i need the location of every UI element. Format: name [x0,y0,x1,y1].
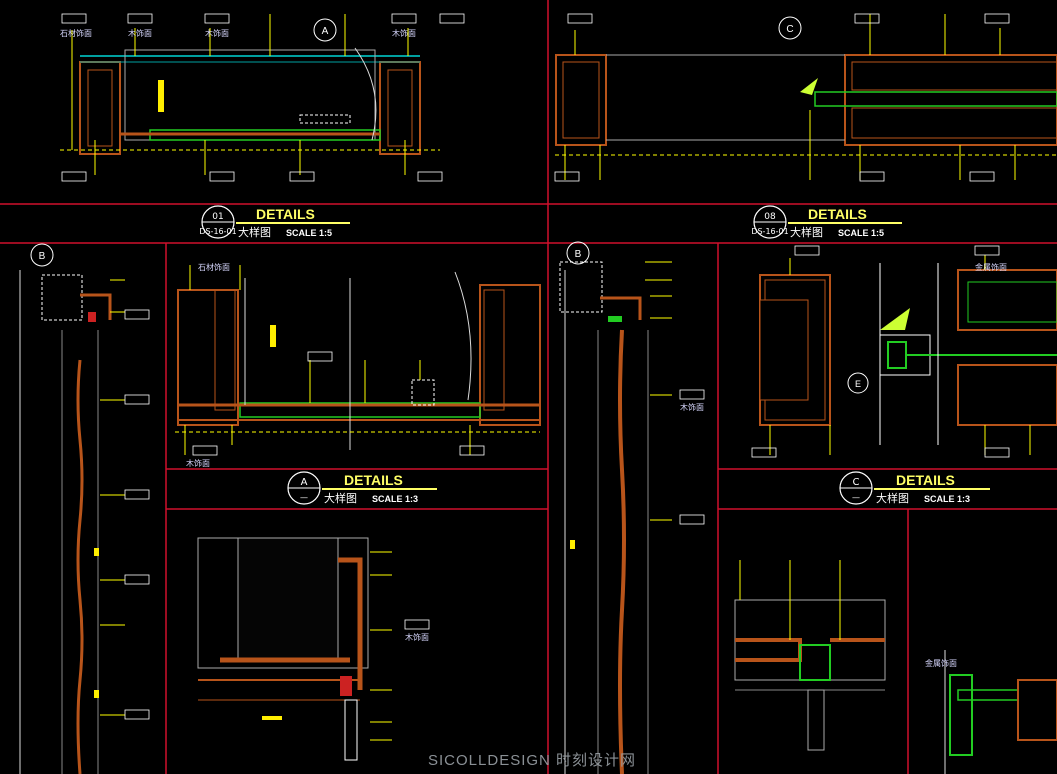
title-01-subtitle: 大样图 [238,225,271,239]
section-marker-b-left: B [39,251,46,262]
title-08-scale: SCALE 1:5 [838,228,884,238]
title-08-number: 08 [764,212,776,222]
detail-c-plan: E [759,255,1057,455]
left-vertical-section: B [19,243,125,774]
title-01-scale: SCALE 1:5 [286,228,332,238]
section-marker-c-top: C [786,24,793,35]
title-01-heading: DETAILS [256,206,315,222]
note-stone-2: 石材饰面 [198,262,230,272]
section-marker-b-mid: B [575,249,582,260]
title-block-08: 08 DS-16-01 DETAILS 大样图 SCALE 1:5 [751,205,902,239]
title-c-sheet: — [852,493,860,502]
title-c-scale: SCALE 1:3 [924,494,970,504]
title-08-subtitle: 大样图 [790,225,823,239]
note-wood-6: 木饰面 [405,632,429,642]
title-a-subtitle: 大样图 [324,491,357,505]
title-block-a: A — DETAILS 大样图 SCALE 1:3 [287,471,437,505]
title-a-heading: DETAILS [344,472,403,488]
title-a-letter: A [301,477,308,488]
note-wood-5: 木饰面 [186,458,210,468]
title-c-subtitle: 大样图 [876,491,909,505]
middle-vertical-section: B [559,241,672,774]
note-wood-3: 木饰面 [392,28,416,38]
title-01-number: 01 [212,212,223,222]
title-block-01: 01 DS-16-01 DETAILS 大样图 SCALE 1:5 [199,205,350,239]
note-metal-2: 金属饰面 [925,658,957,668]
material-tags [61,13,1010,720]
detail-01-plan: A [60,14,440,175]
bottom-corner-detail [197,537,392,761]
section-marker-e: E [855,379,861,389]
title-c-heading: DETAILS [896,472,955,488]
detail-a-plan [175,265,541,455]
title-c-letter: C [853,477,860,488]
note-wood-2: 木饰面 [205,28,229,38]
title-08-sheet: DS-16-01 [751,227,788,236]
bottom-frame-detail [734,560,1057,774]
title-block-c: C — DETAILS 大样图 SCALE 1:3 [839,471,990,505]
title-a-sheet: — [300,493,308,502]
note-stone-tl: 石材饰面 [60,28,92,38]
title-a-scale: SCALE 1:3 [372,494,418,504]
note-wood-4: 木饰面 [680,402,704,412]
title-08-heading: DETAILS [808,206,867,222]
watermark: SICOLLDESIGN 时刻设计网 [428,752,637,769]
detail-08-plan: C [555,14,1057,180]
title-01-sheet: DS-16-01 [199,227,236,236]
note-metal-1: 金属饰面 [975,262,1007,272]
note-wood-1: 木饰面 [128,28,152,38]
section-marker-a-top: A [322,26,329,37]
